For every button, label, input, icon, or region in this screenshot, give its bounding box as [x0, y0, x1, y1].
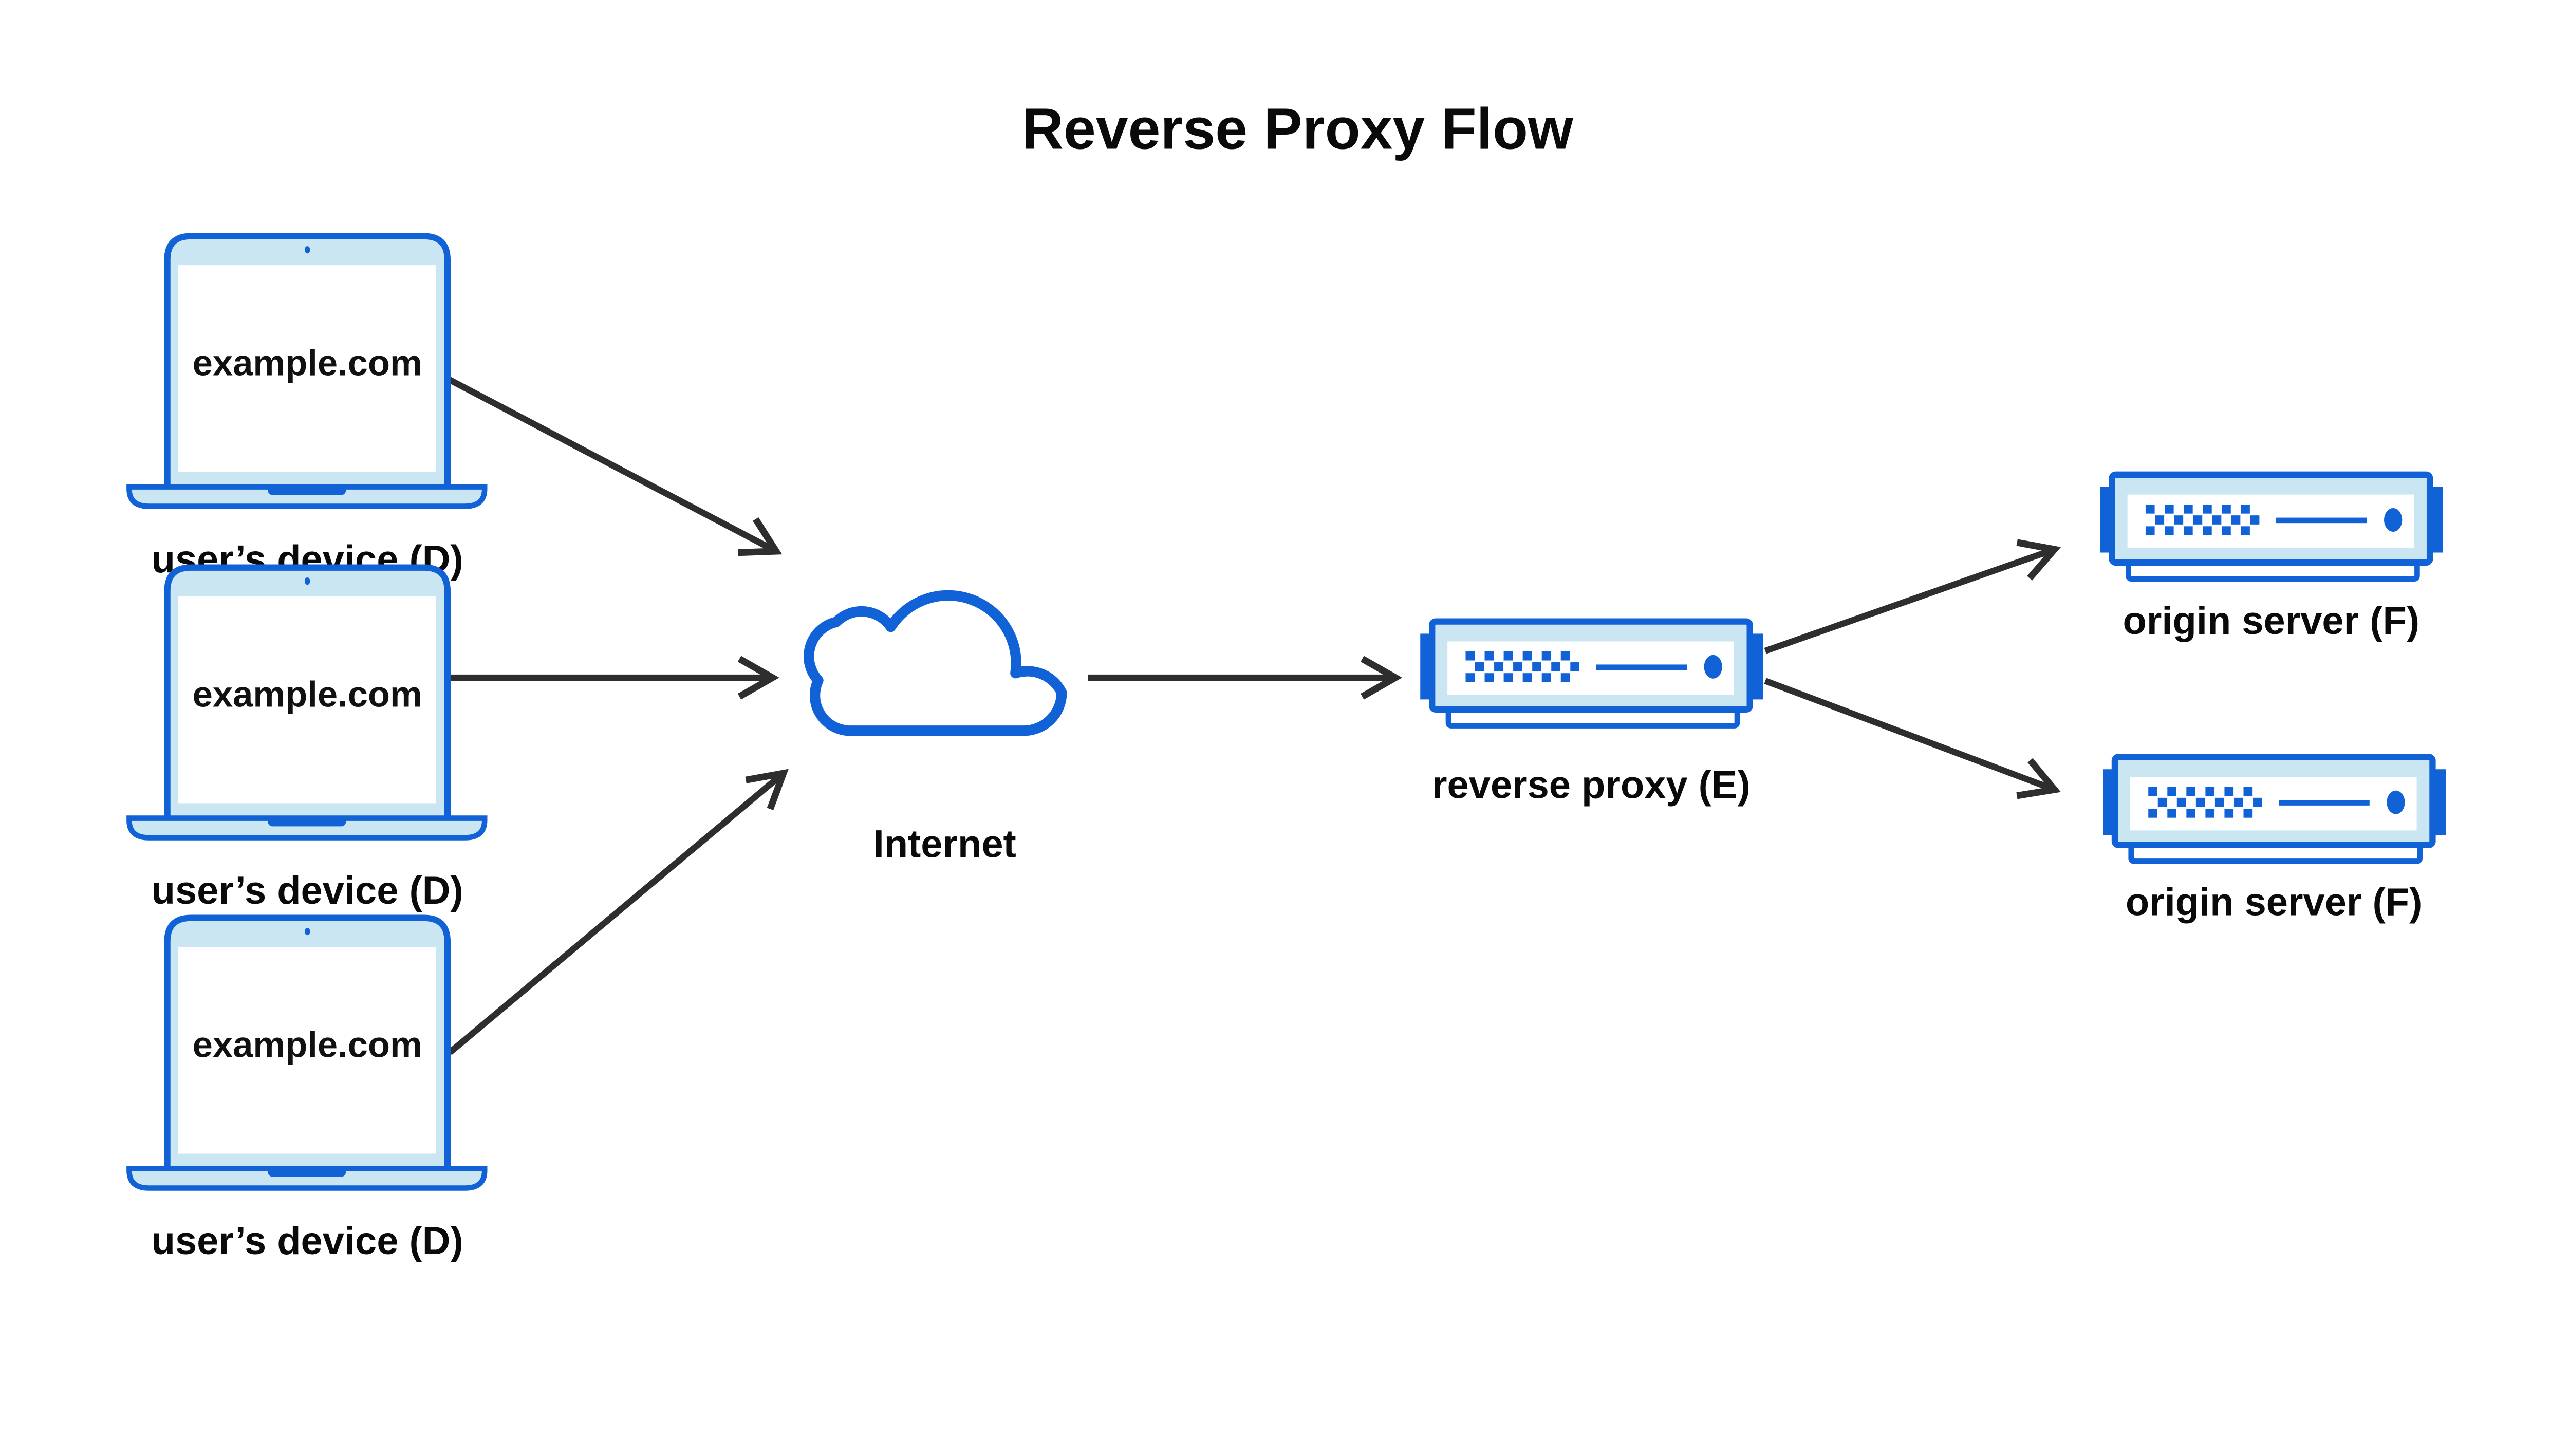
cloud-icon — [804, 590, 1067, 736]
node-origin-server-1: origin server (F) — [2100, 475, 2443, 643]
device-screen-text: example.com — [193, 1024, 422, 1065]
node-origin-server-2: origin server (F) — [2103, 757, 2446, 924]
internet-label: Internet — [873, 822, 1016, 866]
arrow-device-3-to-internet — [448, 769, 789, 1055]
arrow-reverse-proxy-to-origin-2 — [1764, 678, 2061, 799]
node-reverse-proxy: reverse proxy (E) — [1420, 622, 1763, 807]
node-user-device-3: example.com user’s device (D) — [129, 918, 485, 1263]
device-screen-text: example.com — [193, 342, 422, 383]
diagram-page: Reverse Proxy Flow example.com user’s de… — [126, 96, 2449, 1263]
origin-server-label: origin server (F) — [2126, 880, 2423, 924]
reverse-proxy-flow-diagram: Reverse Proxy Flow example.com user’s de… — [126, 96, 2449, 1263]
node-internet: Internet — [804, 590, 1067, 866]
origin-server-label: origin server (F) — [2123, 599, 2420, 643]
arrow-device-2-to-internet — [450, 656, 779, 700]
reverse-proxy-label: reverse proxy (E) — [1432, 763, 1751, 807]
proxy-server-icon — [1420, 622, 1763, 726]
arrow-internet-to-reverse-proxy — [1088, 656, 1403, 700]
origin-server-icon — [2100, 475, 2443, 579]
node-user-device-1: example.com user’s device (D) — [129, 236, 485, 581]
device-screen-text: example.com — [193, 674, 422, 714]
device-label: user’s device (D) — [152, 869, 463, 912]
arrow-device-1-to-internet — [448, 377, 783, 556]
node-user-device-2: example.com user’s device (D) — [129, 568, 485, 912]
origin-server-icon — [2103, 757, 2446, 861]
device-label: user’s device (D) — [152, 1219, 463, 1263]
arrow-reverse-proxy-to-origin-1 — [1764, 539, 2061, 654]
edges-layer — [448, 377, 2061, 1055]
diagram-title: Reverse Proxy Flow — [1022, 97, 1574, 161]
